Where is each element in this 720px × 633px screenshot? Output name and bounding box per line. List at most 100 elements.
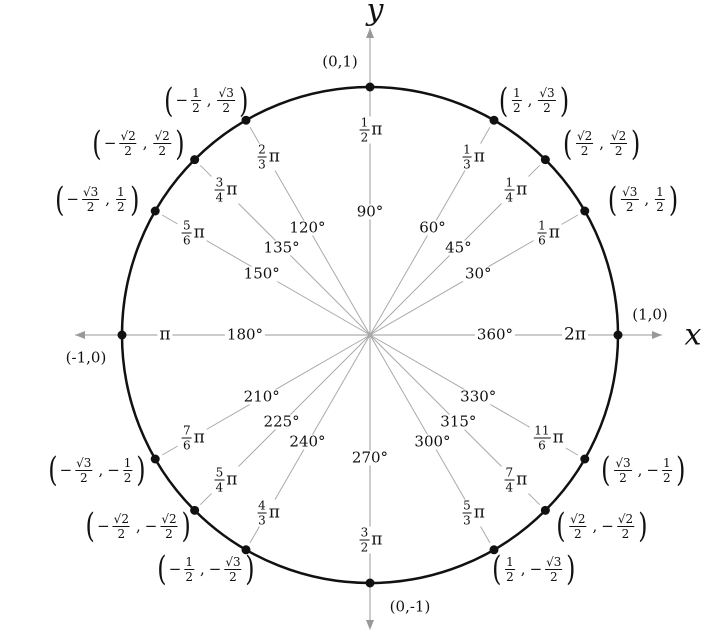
radian-fraction-denominator: 4 <box>215 480 224 495</box>
circle-point <box>580 454 590 464</box>
y-axis-arrow-up <box>366 28 374 38</box>
x-sign: − <box>66 190 79 209</box>
open-paren: ( <box>48 450 58 491</box>
radian-fraction-denominator: 4 <box>215 190 224 205</box>
open-paren: ( <box>555 506 566 547</box>
close-paren: ) <box>638 506 648 547</box>
x-fraction-denominator: 2 <box>580 144 589 159</box>
circle-point <box>489 115 499 125</box>
x-fraction-denominator: 2 <box>506 569 514 584</box>
radian-fraction-numerator: 5 <box>462 498 472 514</box>
x-axis-label: x <box>684 317 702 353</box>
y-fraction-denominator: 2 <box>222 101 230 116</box>
x-fraction-numerator: √3 <box>75 455 93 471</box>
degree-label: 45° <box>443 238 474 257</box>
degree-label: 270° <box>349 448 391 467</box>
close-paren: ) <box>559 80 569 121</box>
x-fraction-numerator: √3 <box>621 185 639 201</box>
x-sign: − <box>168 559 182 578</box>
pi-symbol: π <box>193 427 205 447</box>
y-fraction-numerator: √2 <box>153 129 171 145</box>
comma: , <box>592 516 598 535</box>
coordinate-text: (0,-1) <box>389 597 431 616</box>
degree-label: 90° <box>354 202 386 221</box>
close-paren: ) <box>238 80 249 121</box>
radian-fraction-denominator: 4 <box>505 480 514 495</box>
close-paren: ) <box>181 506 191 547</box>
open-paren: ( <box>164 80 174 121</box>
x-fraction-numerator: √3 <box>614 455 632 471</box>
y-sign: − <box>107 460 120 479</box>
open-paren: ( <box>92 123 102 164</box>
pi-symbol: π <box>226 179 238 200</box>
y-sign: − <box>646 460 659 479</box>
comma: , <box>644 190 650 209</box>
x-fraction-numerator: √2 <box>569 511 587 527</box>
circle-point <box>365 82 375 92</box>
y-fraction-denominator: 2 <box>543 101 551 116</box>
circle-point <box>613 330 623 340</box>
circle-point <box>241 545 251 555</box>
x-fraction-denominator: 2 <box>117 526 126 541</box>
x-axis-arrow-right <box>652 331 662 339</box>
circle-point <box>540 505 550 515</box>
radian-fraction-denominator: 6 <box>538 438 546 452</box>
radian-fraction-numerator: 1 <box>504 175 515 191</box>
pi-symbol: π <box>548 222 560 242</box>
x-fraction-numerator: 1 <box>184 554 194 570</box>
y-sign: − <box>208 559 222 578</box>
circle-point <box>540 155 550 165</box>
y-fraction-numerator: √2 <box>616 511 635 527</box>
degree-label: 225° <box>261 412 302 431</box>
degree-label: 150° <box>241 264 282 282</box>
pi-symbol: π <box>552 427 564 447</box>
radian-fraction-numerator: 3 <box>214 175 225 191</box>
radian-fraction-numerator: 1 <box>537 218 547 233</box>
x-fraction-denominator: 2 <box>512 101 521 116</box>
degree-label: 135° <box>261 238 302 257</box>
y-fraction-denominator: 2 <box>165 526 173 541</box>
circle-point <box>241 115 251 125</box>
x-fraction-numerator: 1 <box>191 86 201 102</box>
pi-symbol: π <box>371 529 383 550</box>
y-sign: − <box>529 559 543 578</box>
radian-fraction-numerator: 1 <box>462 142 472 158</box>
radian-fraction-denominator: 3 <box>463 157 471 172</box>
circle-point <box>580 206 590 216</box>
close-paren: ) <box>174 123 185 164</box>
radian-fraction-denominator: 2 <box>360 540 369 555</box>
x-fraction-numerator: √2 <box>112 511 130 527</box>
y-sign: − <box>601 516 614 535</box>
close-paren: ) <box>675 450 685 491</box>
circle-point <box>190 505 200 515</box>
open-paren: ( <box>498 80 508 121</box>
x-fraction-numerator: √2 <box>119 129 137 145</box>
circle-point <box>150 454 160 464</box>
